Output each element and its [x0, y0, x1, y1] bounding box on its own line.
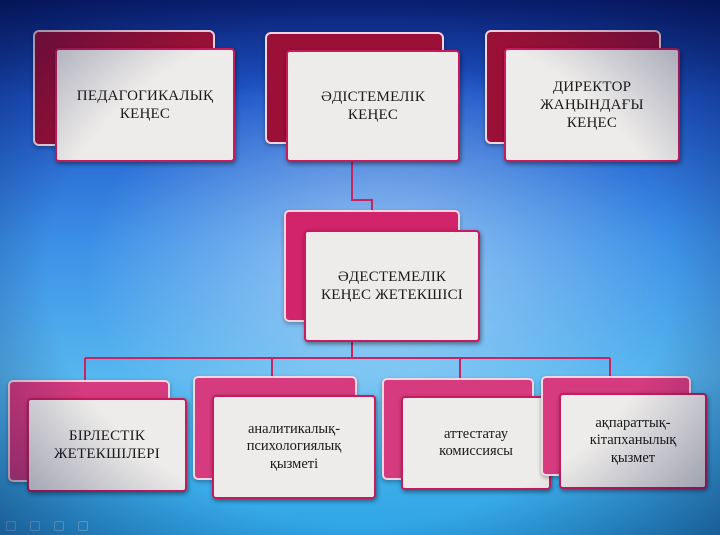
- node-label: ДИРЕКТОР ЖАҢЫНДАҒЫ КЕҢЕС: [540, 79, 644, 131]
- node-label: ӘДІСТЕМЕЛІК КЕҢЕС: [320, 89, 426, 123]
- node-label: БІРЛЕСТІК ЖЕТЕКШІЛЕРІ: [54, 428, 160, 462]
- node-label: аттестатау комиссиясы: [439, 425, 513, 459]
- node-label: ақпараттық- кітапханылық қызмет: [589, 414, 677, 466]
- connector-met-to-lead: [351, 160, 373, 215]
- node-label: ПЕДАГОГИКАЛЫҚ КЕҢЕС: [76, 88, 214, 122]
- node-label: ӘДЕСТЕМЕЛІК КЕҢЕС ЖЕТЕКШІСІ: [321, 269, 463, 303]
- next-icon[interactable]: [78, 521, 88, 531]
- previous-icon[interactable]: [6, 521, 16, 531]
- node-label: аналитикалық- психологиялық қызметі: [246, 420, 342, 472]
- slide-toolbar: [0, 517, 720, 535]
- menu-icon[interactable]: [54, 521, 64, 531]
- pen-icon[interactable]: [30, 521, 40, 531]
